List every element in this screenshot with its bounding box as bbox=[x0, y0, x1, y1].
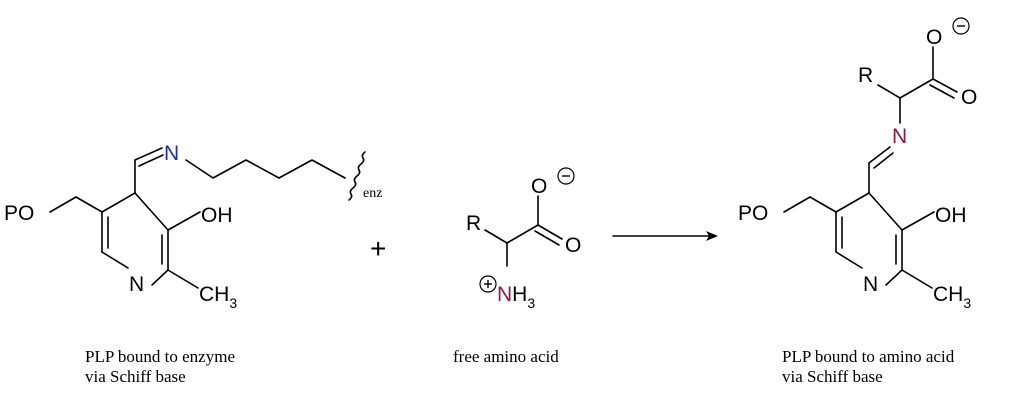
caption-line-1: PLP bound to amino acid bbox=[782, 347, 955, 366]
enzyme-wavy-bond bbox=[348, 151, 366, 201]
r-group-label: R bbox=[858, 64, 873, 87]
carboxylate-o-label: O bbox=[926, 26, 942, 49]
oh-label: OH bbox=[201, 204, 233, 227]
ring-bond bbox=[101, 251, 129, 269]
ring-bond bbox=[835, 251, 863, 269]
carbonyl-o-label: O bbox=[961, 86, 977, 109]
ring-n-label: N bbox=[129, 273, 144, 296]
negative-charge bbox=[952, 17, 970, 35]
positive-charge bbox=[479, 275, 497, 293]
caption-line-2: via Schiff base bbox=[85, 367, 186, 386]
arrow-head bbox=[706, 231, 718, 241]
ring-bond bbox=[151, 269, 169, 286]
c-o-double-bond bbox=[537, 224, 563, 240]
ring-bond bbox=[101, 192, 136, 213]
carbonyl-o-label: O bbox=[565, 234, 581, 257]
c-o-double-bond bbox=[932, 78, 958, 93]
ch2-bond bbox=[809, 196, 837, 213]
imine-n-label: N bbox=[892, 125, 907, 148]
r-group-label: R bbox=[466, 212, 481, 235]
plus-sign: + bbox=[370, 233, 386, 264]
oh-label: OH bbox=[935, 204, 967, 227]
alpha-r-bond bbox=[877, 84, 901, 99]
amine-label: NH3 bbox=[497, 283, 535, 311]
imine-double-bond bbox=[134, 147, 163, 161]
reaction-arrow bbox=[612, 231, 718, 241]
carboxylate-o-label: O bbox=[531, 175, 547, 198]
o-ch2-bond bbox=[49, 196, 77, 213]
ring-bond bbox=[885, 269, 903, 286]
imine-n-label: N bbox=[164, 142, 179, 165]
oh-bond bbox=[167, 211, 201, 231]
ring-n-label: N bbox=[863, 273, 878, 296]
plp-enzyme-schiff-base: PO OH N CH3 N enz PLP bound to enzyme vi… bbox=[4, 142, 382, 386]
free-amino-acid: R O O NH3 free amino acid bbox=[453, 167, 581, 366]
caption-line-1: PLP bound to enzyme bbox=[85, 347, 235, 366]
lysine-chain bbox=[185, 159, 346, 179]
ring-bond bbox=[134, 192, 169, 231]
c-o-double-bond-2 bbox=[534, 230, 560, 246]
c-o-double-bond-2 bbox=[929, 84, 955, 99]
ring-bond bbox=[835, 192, 870, 213]
oh-bond bbox=[901, 211, 935, 231]
methyl-label: CH3 bbox=[933, 283, 971, 311]
plp-amino-acid-schiff-base: PO OH N CH3 N R O O PLP bound to amino a… bbox=[738, 17, 977, 386]
po-label: PO bbox=[738, 202, 768, 225]
caption-line-2: via Schiff base bbox=[782, 367, 883, 386]
imine-double-bond-2 bbox=[873, 152, 894, 169]
alpha-carboxyl-bond bbox=[506, 224, 539, 244]
o-ch2-bond bbox=[783, 196, 811, 213]
r-alpha-bond bbox=[484, 229, 508, 244]
imine-double-bond bbox=[868, 146, 891, 164]
methyl-bond bbox=[901, 269, 933, 289]
ring-bond bbox=[868, 192, 903, 231]
negative-charge bbox=[557, 167, 575, 185]
enzyme-label: enz bbox=[363, 186, 382, 201]
imine-double-bond-2 bbox=[138, 154, 164, 167]
caption-free-amino-acid: free amino acid bbox=[453, 347, 559, 366]
alpha-carboxyl-bond bbox=[899, 78, 934, 99]
methyl-bond bbox=[167, 269, 199, 289]
methyl-label: CH3 bbox=[199, 283, 237, 311]
ch2-bond bbox=[75, 196, 103, 213]
po-label: PO bbox=[4, 202, 34, 225]
